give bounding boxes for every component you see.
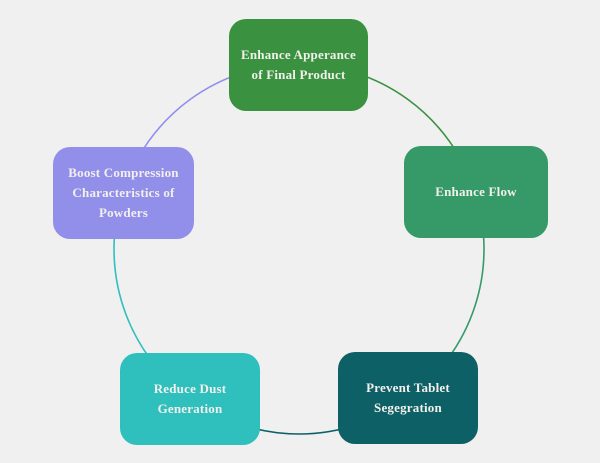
node-enhance-flow[interactable]: Enhance Flow (404, 146, 548, 238)
node-label: Boost Compression Characteristics of Pow… (68, 164, 179, 221)
node-prevent-tablet-segregation[interactable]: Prevent Tablet Segegration (338, 352, 478, 444)
node-enhance-appearance[interactable]: Enhance Apperance of Final Product (229, 19, 368, 111)
node-label: Reduce Dust Generation (153, 380, 227, 416)
node-label: Enhance Apperance of Final Product (241, 46, 356, 82)
node-reduce-dust-generation[interactable]: Reduce Dust Generation (120, 353, 260, 445)
node-label: Enhance Flow (435, 183, 517, 199)
node-boost-compression[interactable]: Boost Compression Characteristics of Pow… (53, 147, 194, 239)
node-label: Prevent Tablet Segegration (366, 379, 450, 415)
